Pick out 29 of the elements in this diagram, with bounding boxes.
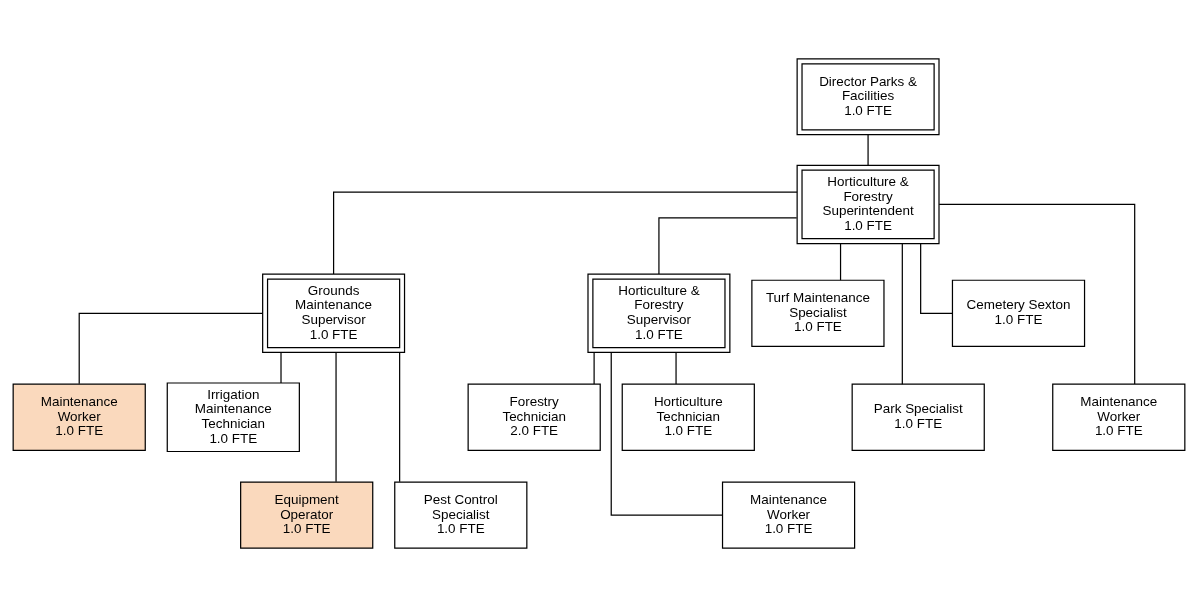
node-box: Forestry Technician 2.0 FTE <box>467 383 601 451</box>
node-box: Pest Control Specialist 1.0 FTE <box>394 480 528 549</box>
connector <box>901 242 903 385</box>
connector <box>867 133 869 166</box>
node-box: Cemetery Sexton 1.0 FTE <box>951 279 1086 347</box>
connector <box>78 312 263 384</box>
node-box: Irrigation Maintenance Technician 1.0 FTE <box>166 381 300 452</box>
connector <box>658 216 798 275</box>
node-box: Horticulture & Forestry Superintendent 1.0 FTE <box>796 164 940 244</box>
connector <box>675 351 677 385</box>
connector <box>839 242 842 281</box>
connector <box>399 351 401 482</box>
node-box: Turf Maintenance Specialist 1.0 FTE <box>751 279 885 347</box>
connector <box>335 351 337 482</box>
connector <box>938 203 1136 385</box>
node-box: Maintenance Worker 1.0 FTE <box>721 480 856 549</box>
node-box: Horticulture & Forestry Supervisor 1.0 FTE <box>587 273 731 353</box>
node-box: Equipment Operator 1.0 FTE <box>240 480 374 549</box>
connector <box>920 242 953 314</box>
node-box: Park Specialist 1.0 FTE <box>851 383 985 451</box>
node-box: Maintenance Worker 1.0 FTE <box>12 383 146 451</box>
connector <box>610 351 723 516</box>
node-box: Grounds Maintenance Supervisor 1.0 FTE <box>262 273 406 353</box>
node-box: Maintenance Worker 1.0 FTE <box>1052 383 1186 451</box>
node-box: Director Parks & Facilities 1.0 FTE <box>796 57 940 135</box>
connector <box>280 351 282 384</box>
connector <box>333 191 798 275</box>
connector <box>593 351 595 385</box>
node-box: Horticulture Technician 1.0 FTE <box>621 383 755 451</box>
